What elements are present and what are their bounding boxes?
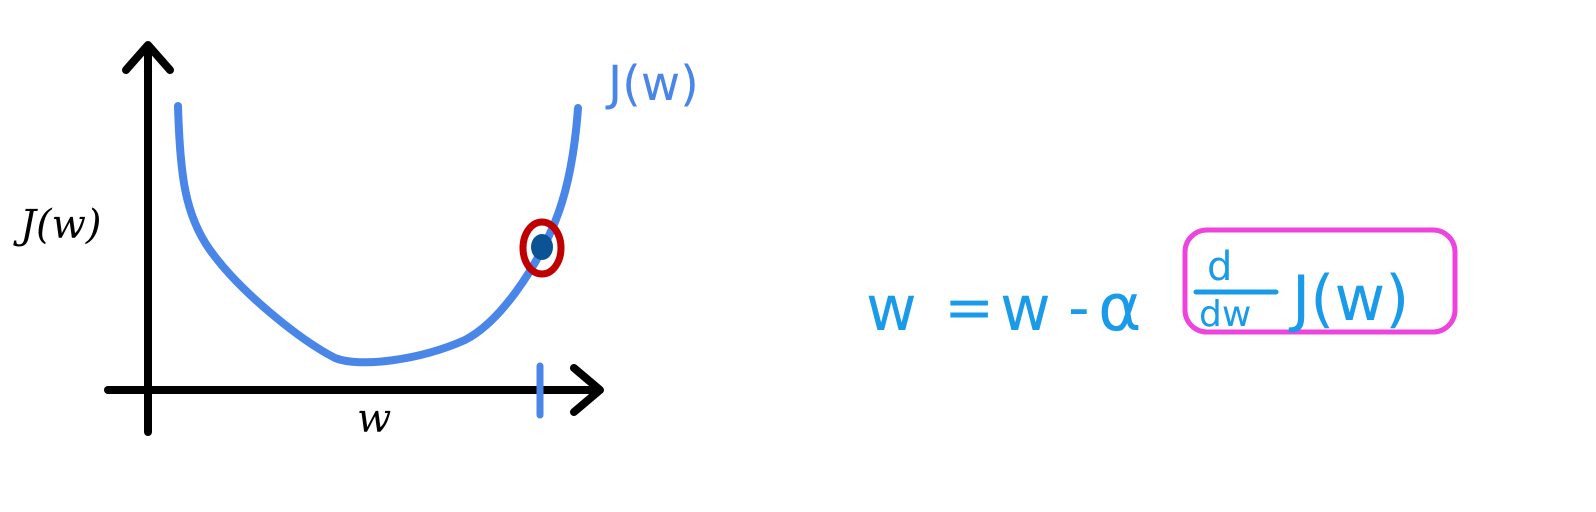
formula-equals: =: [944, 273, 994, 343]
formula-function: J(w): [1288, 262, 1409, 335]
update-formula: w = w - α d dw J(w): [866, 227, 1458, 346]
x-axis-arrowhead: [570, 364, 604, 416]
x-axis-label: w: [357, 396, 391, 442]
formula-alpha: α: [1098, 269, 1142, 346]
formula-lhs: w: [866, 272, 917, 345]
y-axis-label: J(w): [13, 202, 101, 248]
cost-curve: [174, 102, 582, 367]
formula-w-term: w: [1000, 272, 1051, 345]
derivative-highlight-box: [1182, 227, 1458, 335]
current-point: [531, 234, 553, 260]
highlight-circle: [519, 218, 565, 278]
y-axis-arrowhead: [122, 41, 174, 74]
curve-label: J(w): [605, 56, 699, 112]
axes: [104, 41, 604, 436]
formula-minus: -: [1068, 273, 1090, 343]
derivative-denominator: dw: [1199, 294, 1251, 335]
derivative-numerator: d: [1207, 244, 1232, 290]
